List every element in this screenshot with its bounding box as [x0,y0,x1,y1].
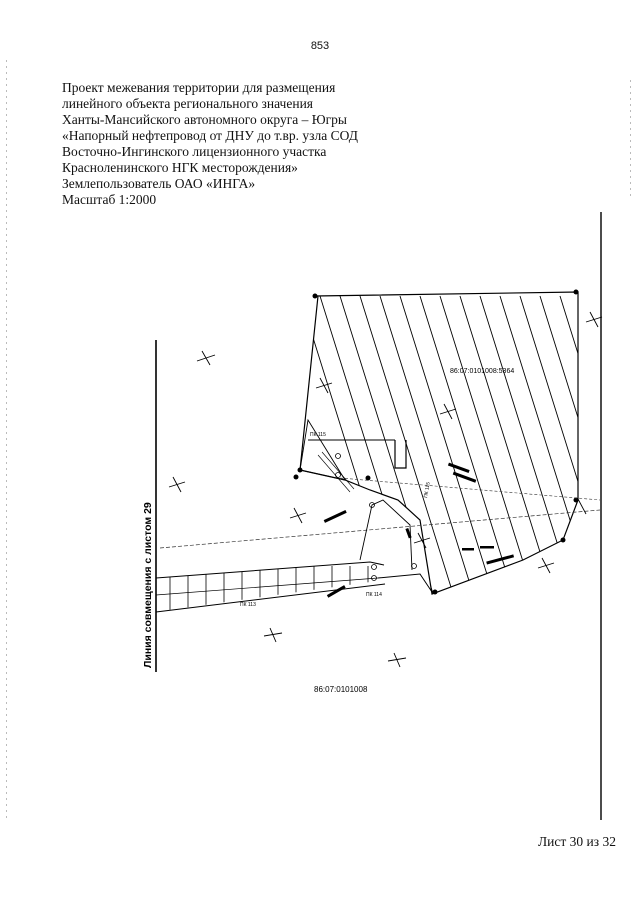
pk-label: ПК 115 [423,481,432,498]
well-pad-outline [394,440,407,469]
pk-label: ПК 115 [310,432,326,438]
header-line: линейного объекта регионального значения [62,96,314,111]
pk-tick-labels: ПК 115 ПК 115 ПК 114 ПК 113 [240,432,432,608]
approach-boundary [299,418,346,481]
project-header: Проект межевания территории для размещен… [62,80,392,208]
connector-pipe [377,573,433,593]
corridor-centerline [155,577,379,596]
connector-pipe-2 [359,499,413,571]
sheet-number: Лист 30 из 32 [538,834,616,849]
page-number: 853 [310,40,330,52]
right-edge-scan-mark [630,80,631,200]
pipe-points [335,453,417,581]
equipment-symbols [323,462,515,598]
route-dashed-line-upper [339,477,601,501]
grid-crosses [168,311,603,668]
scale-label: Масштаб 1:2000 [62,192,157,207]
corridor-boundary-bottom [155,583,386,613]
route-dashed-line [159,509,601,549]
parcel-cadastral-label: 86:07:0101008:5364 [450,368,514,375]
boundary-points [293,289,579,595]
corridor-boundary-top [155,561,385,579]
pk-label: ПК 113 [240,602,256,608]
block-cadastral-label: 86:07:0101008 [314,685,368,694]
header-line: Восточно-Ингинского лицензионного участк… [62,144,327,159]
left-edge-scan-mark [6,60,7,820]
sheet-join-label: Линия совмещения с листом 29 [142,502,154,668]
route-annotations [317,451,355,493]
header-line: Красноленинского НГК месторождения» [62,160,298,175]
pk-label: ПК 114 [366,592,382,598]
parcel-hatching [300,295,578,594]
header-line: «Напорный нефтепровод от ДНУ до т.вр. уз… [62,128,358,143]
header-line: Проект межевания территории для размещен… [62,80,336,95]
header-line: Землепользователь ОАО «ИНГА» [62,176,256,191]
header-line: Ханты-Мансийского автономного округа – Ю… [62,112,347,127]
